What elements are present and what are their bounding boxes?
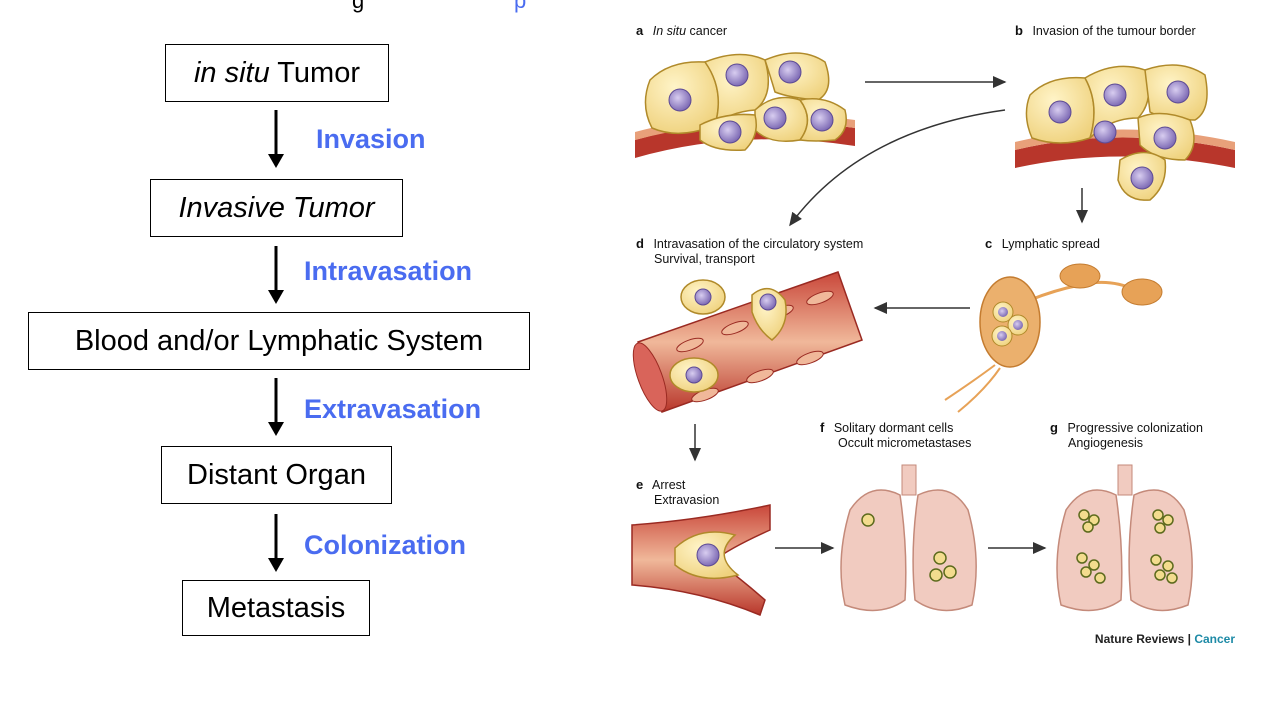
step-metastasis: Metastasis — [182, 580, 370, 636]
panel-c-illustration — [944, 263, 1163, 413]
step-invasive-tumor: Invasive Tumor — [150, 179, 403, 237]
panel-e-illustration — [631, 504, 771, 617]
metastasis-cascade-figure: a In situ cancer b Invasion of the tumou… — [631, 23, 1235, 646]
panel-b-label: b Invasion of the tumour border — [1015, 23, 1196, 38]
transition-colonization: Colonization — [304, 530, 466, 560]
step-distant-organ: Distant Organ — [161, 446, 392, 504]
panel-b-illustration — [1015, 64, 1235, 201]
arrow-down-icon — [268, 246, 284, 304]
panel-d-label-1: d Intravasation of the circulatory syste… — [636, 236, 863, 251]
step-metastasis-text: Metastasis — [206, 591, 346, 624]
step-invasive-italic: Invasive Tumor — [178, 191, 375, 224]
panel-f-lungs — [840, 464, 977, 612]
step-in-situ-tumor: in situ Tumor — [165, 44, 389, 102]
step-distant-organ-text: Distant Organ — [187, 458, 366, 491]
panel-g-label-1: g Progressive colonization — [1050, 420, 1203, 435]
step-blood-lymphatic-text: Blood and/or Lymphatic System — [74, 324, 484, 357]
arrow-down-icon — [268, 110, 284, 168]
panel-f-label-2: Occult micrometastases — [838, 436, 971, 450]
panel-e-label-1: e Arrest — [636, 477, 686, 492]
panel-f-label-1: f Solitary dormant cells — [820, 420, 953, 435]
transition-invasion: Invasion — [316, 124, 426, 154]
arrow-down-icon — [268, 378, 284, 436]
panel-a-illustration — [635, 52, 855, 158]
top-caption-fragment-right: p — [514, 0, 527, 13]
panel-e-label-2: Extravasion — [654, 493, 719, 507]
panel-d-illustration — [632, 271, 863, 413]
panel-a-label: a In situ cancer — [636, 23, 727, 38]
panel-c-label: c Lymphatic spread — [985, 236, 1100, 251]
panel-g-label-2: Angiogenesis — [1068, 436, 1143, 450]
transition-extravasation: Extravasation — [304, 394, 482, 424]
figure-credit: Nature Reviews | Cancer — [1095, 632, 1235, 646]
arrow-down-icon — [268, 514, 284, 572]
step-blood-lymphatic: Blood and/or Lymphatic System — [28, 312, 530, 370]
step-in-situ-italic: in situ — [193, 56, 270, 89]
top-caption-fragment-left: g — [352, 0, 365, 13]
panel-g-lungs — [1056, 464, 1193, 612]
step-in-situ-rest: Tumor — [269, 56, 360, 89]
panel-d-label-2: Survival, transport — [654, 252, 755, 266]
transition-intravasation: Intravasation — [304, 256, 473, 286]
